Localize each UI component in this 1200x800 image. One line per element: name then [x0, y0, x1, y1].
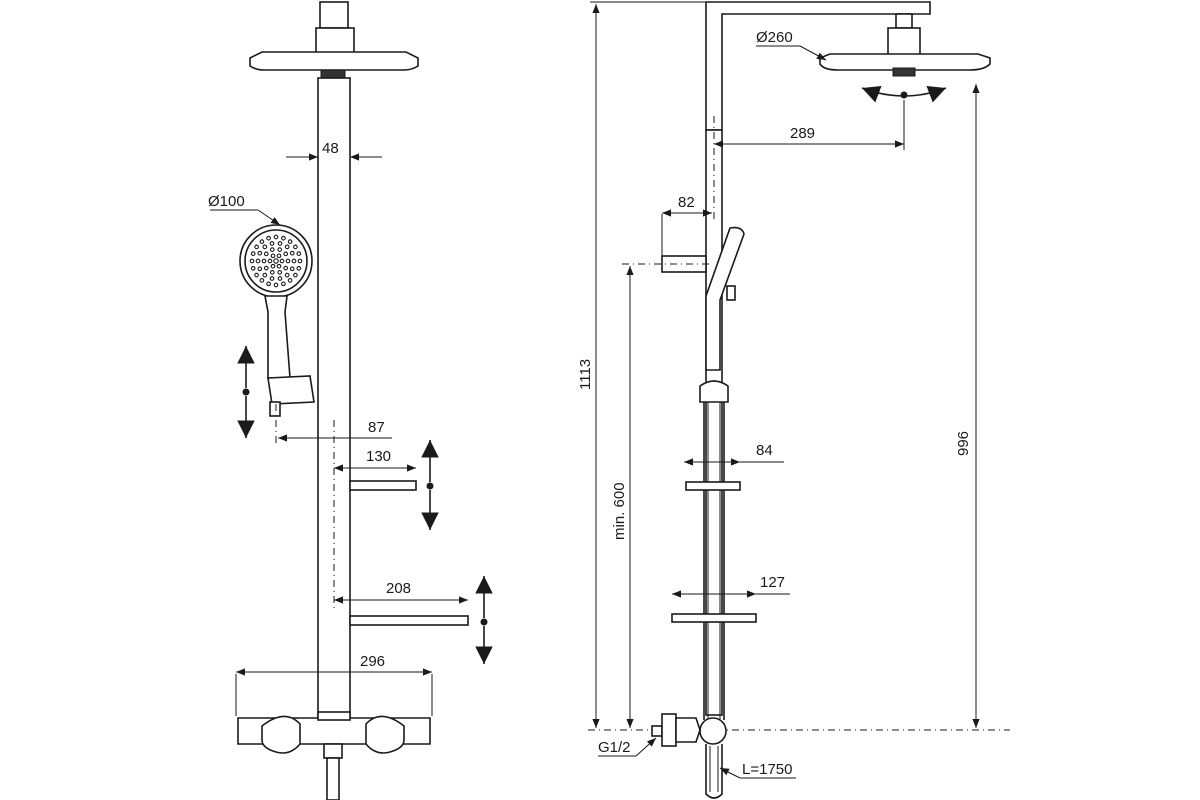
- nozzle-hole: [267, 258, 273, 264]
- dim-holder-offset: 87: [368, 419, 385, 436]
- nozzle-hole: [276, 253, 282, 259]
- side-hand-shower: [705, 226, 745, 371]
- nozzle-hole: [277, 276, 283, 281]
- nozzle-hole: [254, 244, 259, 250]
- nozzle-hole: [255, 258, 261, 264]
- rotate-arrow-icon: [861, 86, 947, 103]
- nozzle-hole: [293, 244, 298, 250]
- dim-head-height: 996: [955, 431, 972, 456]
- nozzle-hole: [287, 239, 293, 244]
- dim-shelf-small: 130: [366, 448, 391, 465]
- nozzle-hole: [279, 258, 285, 264]
- nozzle-hole: [273, 258, 279, 264]
- spray-nozzles: [249, 234, 303, 288]
- dim-shelf-small-depth: 84: [756, 442, 773, 459]
- double-arrow-icon: [475, 576, 493, 664]
- dim-arm-reach: 289: [790, 125, 815, 142]
- nozzle-hole: [273, 282, 279, 288]
- nozzle-hole: [250, 251, 256, 256]
- dim-min-holder-height: min. 600: [611, 482, 628, 540]
- side-large-shelf: [671, 613, 757, 623]
- nozzle-hole: [266, 281, 271, 287]
- small-shelf: [349, 480, 417, 491]
- nozzle-hole: [254, 272, 259, 278]
- double-arrow-icon: [421, 440, 439, 530]
- nozzle-hole: [259, 239, 265, 244]
- dim-handshower-diameter: Ø100: [208, 193, 245, 210]
- nozzle-hole: [250, 266, 256, 271]
- dim-bar-width: 48: [322, 140, 339, 157]
- double-arrow-icon: [237, 346, 255, 438]
- nozzle-hole: [291, 258, 297, 264]
- nozzle-hole: [283, 251, 289, 257]
- dim-inlet-thread: G1/2: [598, 739, 631, 756]
- nozzle-hole: [266, 235, 271, 241]
- nozzle-hole: [289, 250, 295, 256]
- nozzle-hole: [273, 234, 279, 240]
- nozzle-hole: [269, 270, 275, 275]
- head-nozzle: [320, 69, 346, 79]
- nozzle-hole: [276, 263, 282, 269]
- dim-holder-projection: 82: [678, 194, 695, 211]
- nozzle-hole: [283, 265, 289, 271]
- dim-total-height: 1113: [577, 359, 594, 390]
- hand-shower-holder: [267, 375, 315, 405]
- nozzle-hole: [296, 251, 302, 256]
- nozzle-hole: [284, 272, 290, 278]
- nozzle-hole: [263, 251, 269, 257]
- side-head-nozzle: [892, 67, 916, 77]
- hand-shower-handle: [264, 295, 291, 379]
- dim-shelf-large-depth: 127: [760, 574, 785, 591]
- nozzle-hole: [297, 258, 303, 264]
- side-slider: [699, 380, 729, 403]
- nozzle-hole: [277, 247, 283, 252]
- nozzle-hole: [262, 272, 268, 278]
- side-holder-bracket: [661, 255, 707, 273]
- thermostatic-mixer: [237, 711, 431, 800]
- nozzle-hole: [269, 247, 275, 252]
- nozzle-hole: [287, 278, 293, 283]
- nozzle-hole: [259, 278, 265, 283]
- side-small-shelf: [685, 481, 741, 491]
- dim-hose-length: L=1750: [742, 761, 792, 778]
- arm-joint: [895, 13, 913, 29]
- side-shower-head: [819, 53, 991, 71]
- nozzle-hole: [277, 270, 283, 275]
- nozzle-hole: [296, 266, 302, 271]
- side-view: Ø260 289 82 84: [577, 1, 1010, 799]
- nozzle-hole: [257, 266, 263, 272]
- nozzle-hole: [249, 258, 255, 264]
- nozzle-hole: [270, 263, 276, 269]
- nozzle-hole: [285, 258, 291, 264]
- large-shelf: [349, 615, 469, 626]
- front-view: 48 Ø100 87 130: [208, 1, 493, 800]
- nozzle-hole: [289, 266, 295, 272]
- hand-shower: [239, 224, 315, 417]
- nozzle-hole: [270, 253, 276, 259]
- side-head-mount: [887, 27, 921, 57]
- nozzle-hole: [281, 281, 286, 287]
- nozzle-hole: [262, 244, 268, 250]
- dim-shelf-large: 208: [386, 580, 411, 597]
- riser-bar: [317, 77, 351, 719]
- dim-head-diameter: Ø260: [756, 29, 793, 46]
- nozzle-hole: [277, 241, 283, 246]
- head-mount: [315, 27, 355, 55]
- overhead-shower-head: [249, 51, 419, 71]
- nozzle-hole: [284, 244, 290, 250]
- dim-mixer-width: 296: [360, 653, 385, 670]
- nozzle-hole: [261, 258, 267, 264]
- overhead-connector: [319, 1, 349, 29]
- nozzle-hole: [257, 250, 263, 256]
- nozzle-hole: [263, 265, 269, 271]
- wall-inlet: [651, 713, 727, 799]
- nozzle-hole: [293, 272, 298, 278]
- nozzle-hole: [281, 235, 286, 241]
- nozzle-hole: [269, 241, 275, 246]
- nozzle-hole: [269, 276, 275, 281]
